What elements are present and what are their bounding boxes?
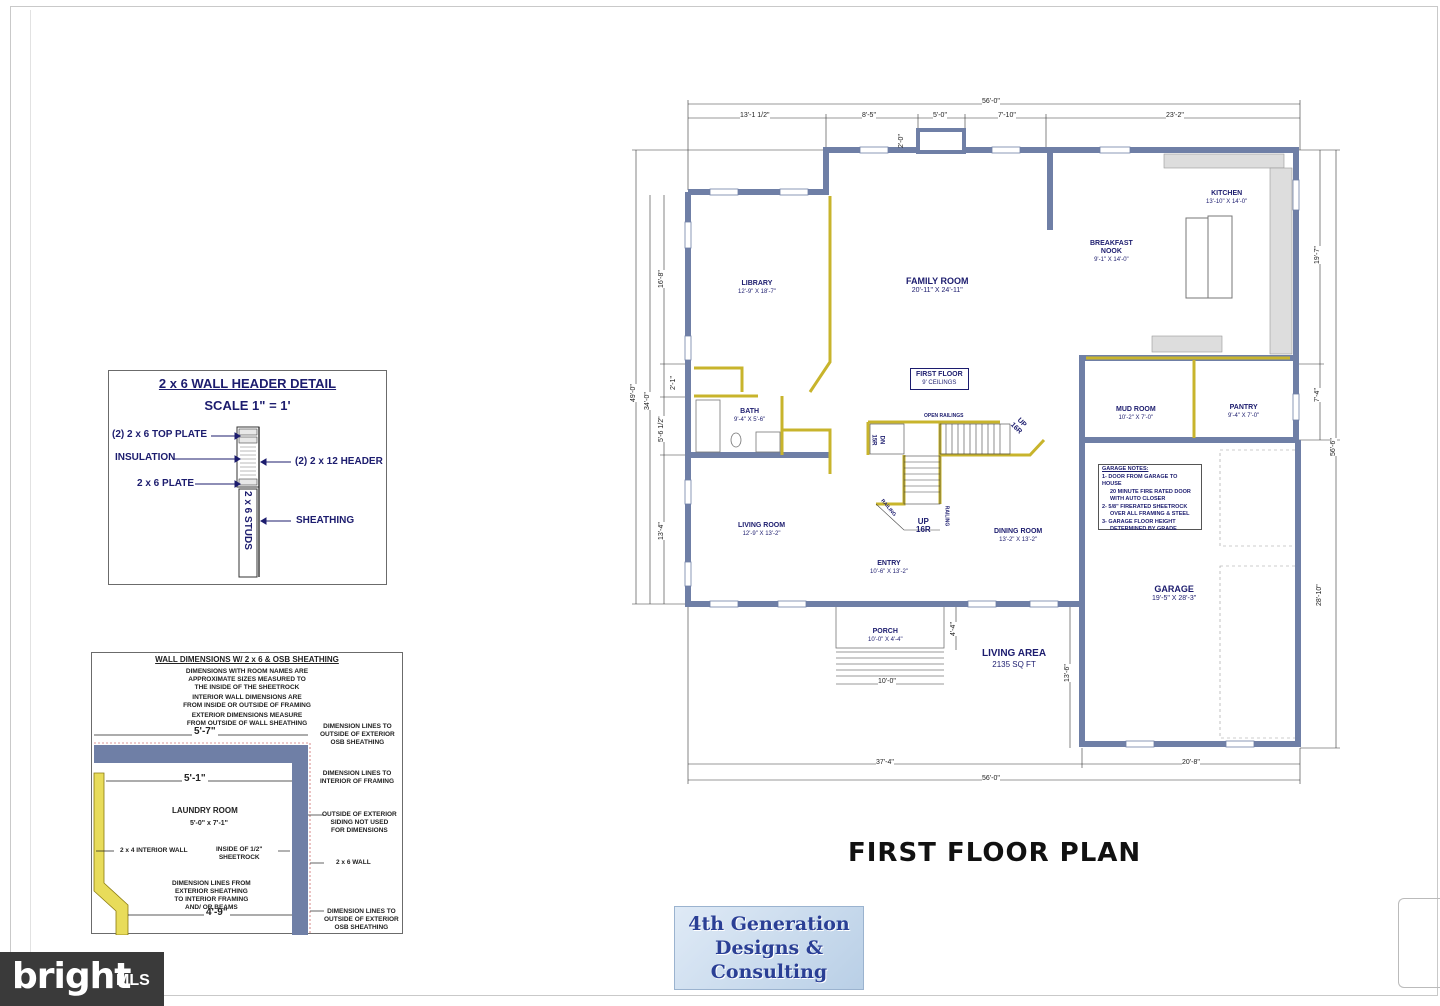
- dim-porch-depth: 4'-4": [950, 622, 957, 636]
- mls-brand: bright: [12, 956, 131, 997]
- label-sheathing: SHEATHING: [296, 515, 355, 526]
- logo-line-3: Consulting: [710, 961, 828, 983]
- label-sheetrock: INSIDE OF 1/2"SHEETROCK: [216, 846, 263, 861]
- note-line-1: DIMENSIONS WITH ROOM NAMES ARE: [185, 668, 309, 675]
- note-line-4: INTERIOR WALL DIMENSIONS ARE: [192, 694, 302, 701]
- dim-right-2: 7'-4": [1314, 388, 1321, 402]
- dim-top-overall: 56'-0": [982, 98, 1000, 105]
- laundry-room-name: LAUNDRY ROOM: [172, 806, 238, 815]
- dim-top-5: 23'-2": [1166, 112, 1184, 119]
- dim-top-3: 5'-0": [933, 112, 947, 119]
- dim-bottom-2: 20'-8": [1182, 759, 1200, 766]
- dim-left-overall: 49'-0": [630, 384, 637, 402]
- dim-outer: 5'-7": [192, 726, 218, 737]
- label-header: (2) 2 x 12 HEADER: [295, 456, 383, 467]
- label-top-plate: (2) 2 x 6 TOP PLATE: [112, 429, 208, 440]
- wall-dimensions-title: WALL DIMENSIONS W/ 2 x 6 & OSB SHEATHING: [155, 655, 339, 664]
- laundry-room-size: 5'-0" x 7'-1": [190, 820, 228, 827]
- dim-bottom-overall: 56'-0": [982, 775, 1000, 782]
- plan-title: FIRST FLOOR PLAN: [848, 838, 1142, 868]
- header-detail-box: 2 x 6 WALL HEADER DETAIL SCALE 1" = 1' (…: [108, 370, 387, 585]
- note-line-7: FROM OUTSIDE OF WALL SHEATHING: [186, 720, 308, 727]
- logo-line-1: 4th Generation: [688, 913, 850, 935]
- mls-watermark: bright MLS: [0, 952, 164, 1006]
- header-detail-scale: SCALE 1" = 1': [204, 398, 291, 413]
- dim-chimney: 2'-0": [898, 134, 905, 148]
- header-detail-title: 2 x 6 WALL HEADER DETAIL: [158, 376, 337, 391]
- logo-line-2: Designs &: [714, 937, 824, 959]
- dim-top-1: 13'-1 1/2": [740, 112, 770, 119]
- note-line-6: EXTERIOR DIMENSIONS MEASURE: [191, 712, 303, 719]
- header-detail-drawing: [173, 426, 291, 578]
- label-2x6-wall: 2 x 6 WALL: [336, 859, 371, 866]
- note-line-3: THE INSIDE OF THE SHEETROCK: [194, 684, 300, 691]
- dim-inner: 5'-1": [182, 773, 208, 784]
- wall-dimensions-box: WALL DIMENSIONS W/ 2 x 6 & OSB SHEATHING…: [91, 652, 403, 935]
- mls-suffix: MLS: [116, 972, 150, 989]
- dim-bottom: 4'-9": [204, 907, 230, 918]
- dim-bottom-1: 37'-4": [876, 759, 894, 766]
- dim-right-garage: 28'-10": [1316, 584, 1323, 606]
- dim-left-2: 2'-1": [670, 376, 677, 390]
- company-logo: 4th Generation Designs & Consulting: [674, 906, 864, 990]
- note-line-5: FROM INSIDE OR OUTSIDE OF FRAMING: [183, 702, 311, 709]
- dim-right-overall: 56'-6": [1330, 438, 1337, 456]
- note-line-2: APPROXIMATE SIZES MEASURED TO: [188, 676, 306, 683]
- dim-left-3: 5'-6 1/2": [658, 416, 665, 442]
- corner-tab: [1398, 898, 1440, 988]
- drawing-border: [30, 10, 1431, 994]
- dim-left-4: 13'-4": [658, 522, 665, 540]
- open-railings-label: OPEN RAILINGS: [924, 413, 964, 419]
- dim-left-sub: 34'-0": [644, 392, 651, 410]
- dim-top-4: 7'-10": [998, 112, 1016, 119]
- dim-top-2: 8'-5": [862, 112, 876, 119]
- dim-porch-width: 10'-0": [878, 678, 896, 685]
- railing-label-right: RAILING: [943, 505, 950, 527]
- garage-notes: GARAGE NOTES: 1- DOOR FROM GARAGE TO HOU…: [1098, 464, 1202, 532]
- label-insulation: INSULATION: [115, 452, 176, 463]
- dim-garage-left: 13'-6": [1064, 664, 1071, 682]
- dim-right-1: 19'-7": [1314, 246, 1321, 264]
- dim-left-1: 16'-8": [658, 270, 665, 288]
- label-interior-wall: 2 x 4 INTERIOR WALL: [120, 847, 188, 854]
- label-plate: 2 x 6 PLATE: [137, 478, 195, 489]
